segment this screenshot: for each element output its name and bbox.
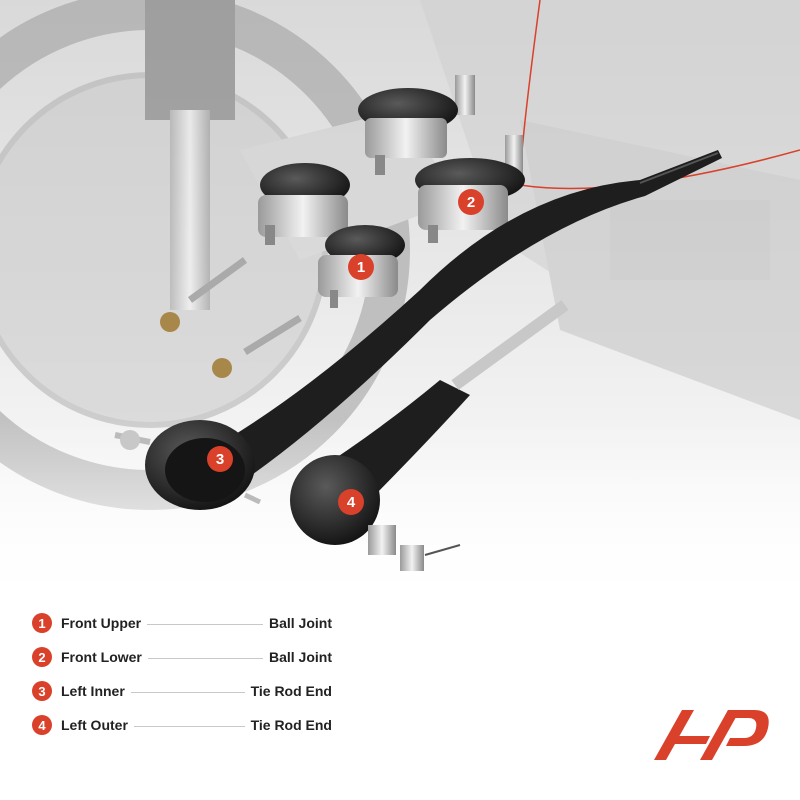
parts-legend: 1 Front Upper Ball Joint 2 Front Lower B…: [32, 606, 332, 742]
callout-3: 3: [207, 446, 233, 472]
leader-line: [130, 691, 245, 693]
hardware-bolts: [160, 257, 302, 378]
legend-part-type: Ball Joint: [268, 649, 332, 665]
ball-joint-upper-right: [358, 75, 475, 175]
legend-row-2: 2 Front Lower Ball Joint: [32, 640, 332, 674]
legend-part-type: Tie Rod End: [250, 683, 332, 699]
leader-line: [133, 725, 245, 727]
legend-row-3: 3 Left Inner Tie Rod End: [32, 674, 332, 708]
legend-position: Front Lower: [61, 649, 142, 665]
legend-position: Left Outer: [61, 717, 128, 733]
tie-rod-end-outer: [290, 300, 569, 571]
legend-number: 2: [32, 647, 52, 667]
legend-part-type: Ball Joint: [268, 615, 332, 631]
legend-row-4: 4 Left Outer Tie Rod End: [32, 708, 332, 742]
legend-number: 4: [32, 715, 52, 735]
legend-part-type: Tie Rod End: [250, 717, 332, 733]
ball-joint-front-upper: [318, 225, 405, 308]
leader-line: [147, 657, 263, 659]
leader-line: [147, 623, 263, 625]
legend-number: 3: [32, 681, 52, 701]
brand-logo: [654, 710, 769, 760]
legend-position: Front Upper: [61, 615, 142, 631]
legend-row-1: 1 Front Upper Ball Joint: [32, 606, 332, 640]
callout-4: 4: [338, 489, 364, 515]
legend-position: Left Inner: [61, 683, 125, 699]
callout-2: 2: [458, 189, 484, 215]
accent-arc: [519, 0, 800, 190]
ball-joint-left: [258, 163, 350, 245]
callout-1: 1: [348, 254, 374, 280]
legend-number: 1: [32, 613, 52, 633]
